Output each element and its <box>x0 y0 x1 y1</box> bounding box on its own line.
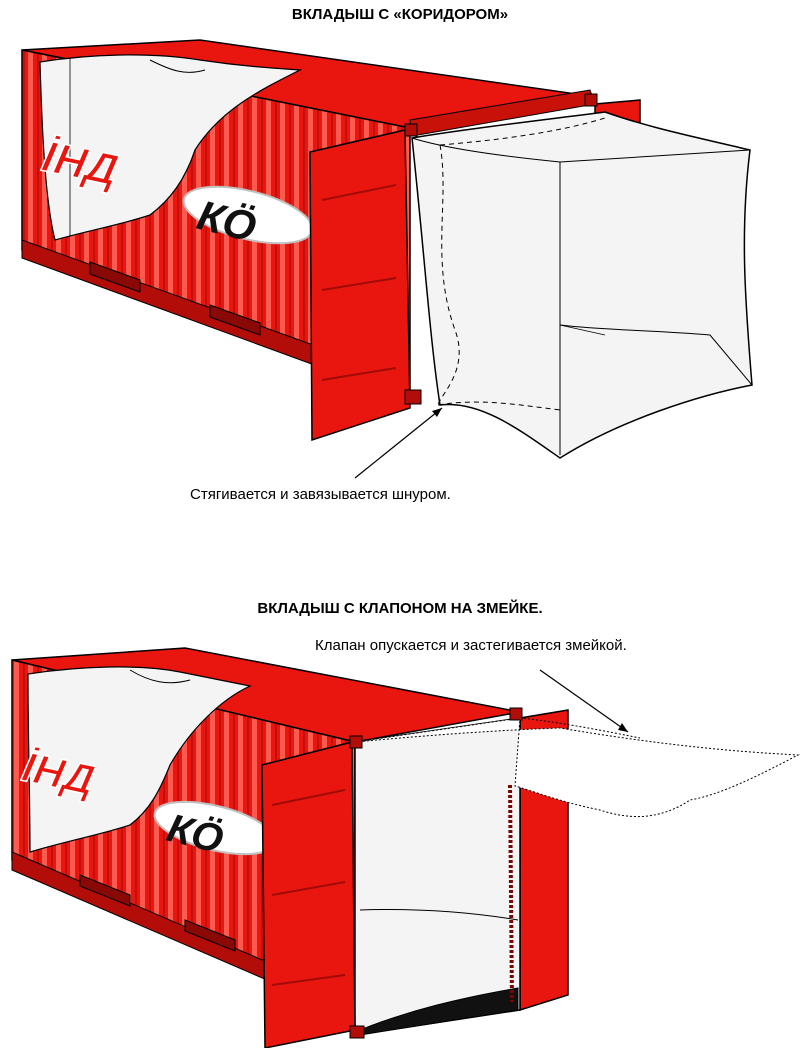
diagram-2-caption: Клапан опускается и застегивается змейко… <box>315 637 627 654</box>
diagram-2-title: ВКЛАДЫШ С КЛАПОНОМ НА ЗМЕЙКЕ. <box>257 600 543 617</box>
liner-inside-container <box>27 666 252 853</box>
container-door-left <box>309 129 411 442</box>
caption-pointer-arrow <box>354 407 443 479</box>
caption-2-pointer-arrow <box>539 669 629 733</box>
liner-inside-container <box>39 54 303 241</box>
corridor-liner <box>411 111 753 459</box>
diagram-1-caption: Стягивается и завязывается шнуром. <box>190 486 451 503</box>
container-open-end <box>354 717 521 1036</box>
drawstring-seam <box>437 144 460 406</box>
container-corridor-illustration: İНД КÖ <box>21 39 753 479</box>
diagram-1-title: ВКЛАДЫШ С «КОРИДОРОМ» <box>291 6 509 23</box>
container-zipper-flap-illustration: İНД КÖ <box>11 647 800 1048</box>
zipper-flap <box>354 717 800 818</box>
